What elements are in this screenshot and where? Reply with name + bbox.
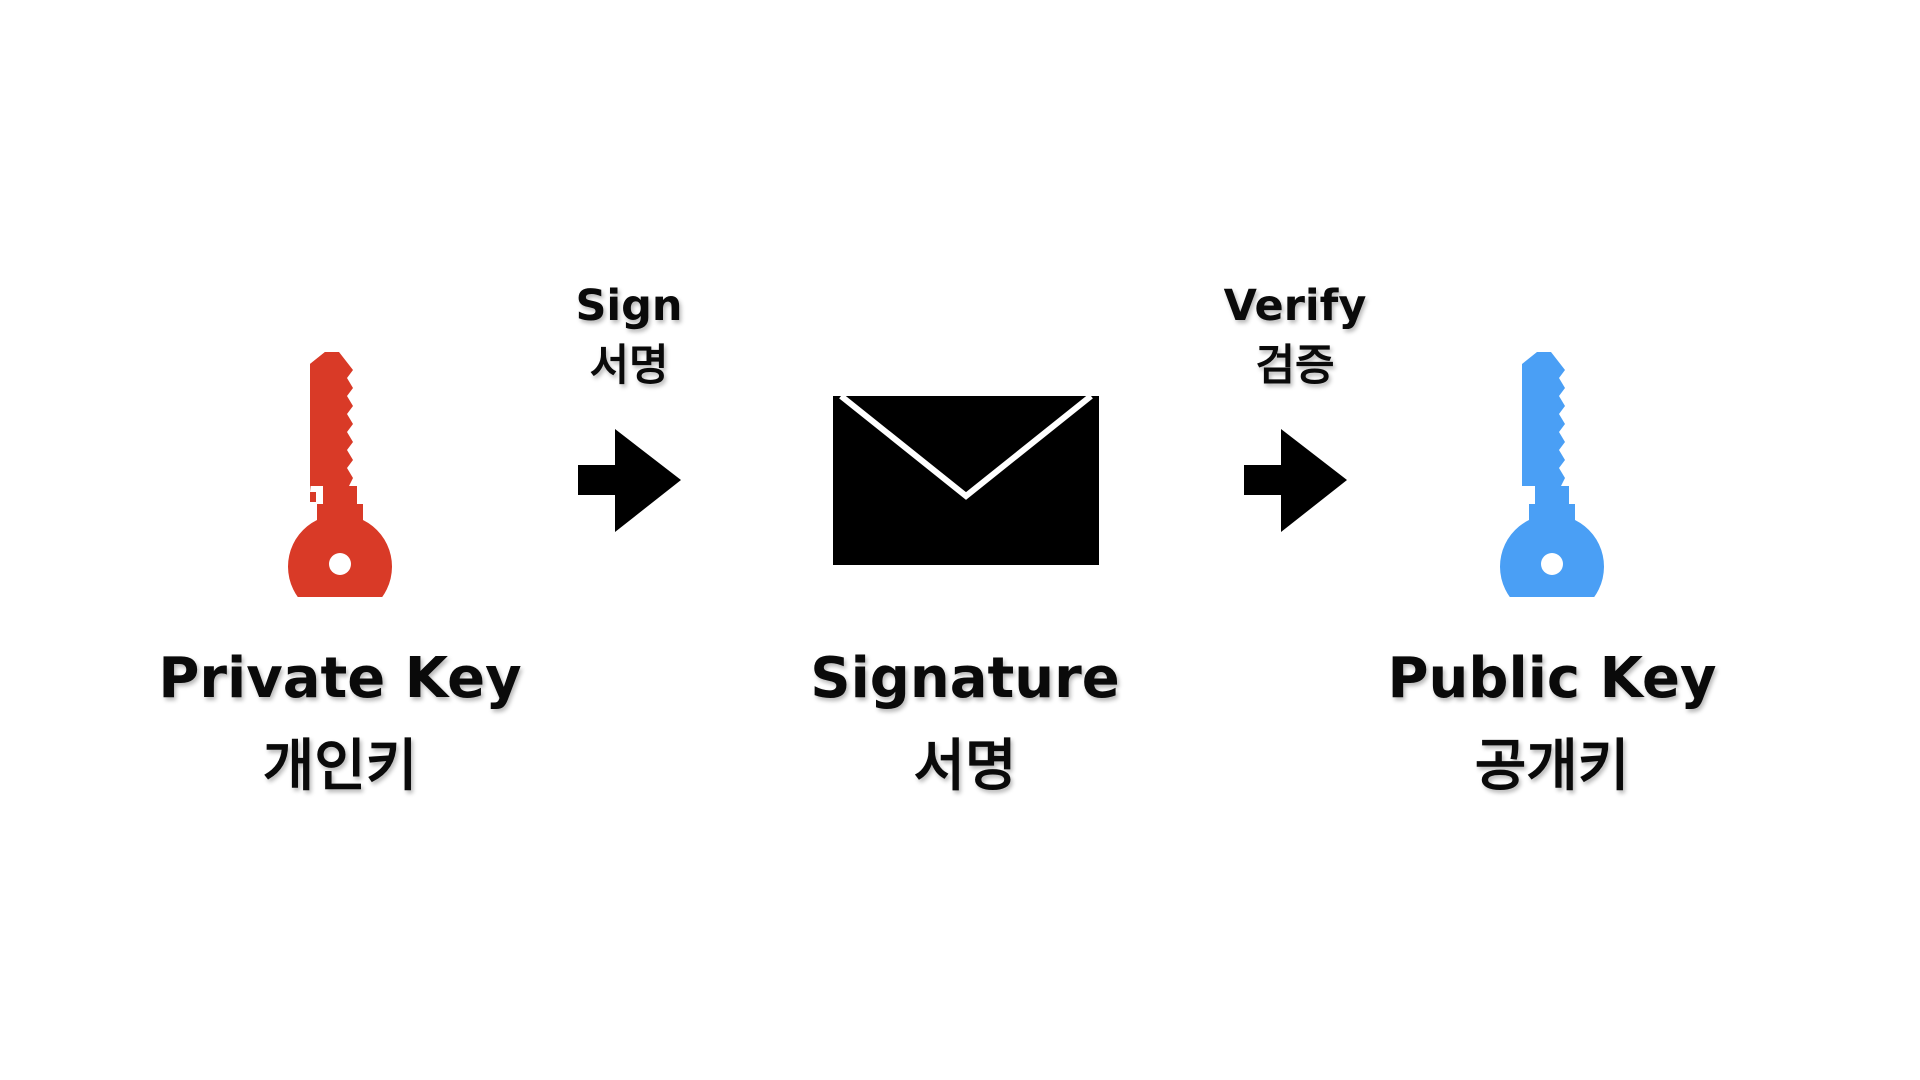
verify-label-en: Verify (1223, 281, 1367, 331)
verify-label-ko: 검증 (1255, 341, 1335, 391)
public-key-label-ko: 공개키 (1474, 734, 1630, 799)
verify-arrow-icon (1244, 429, 1347, 532)
sign-arrow-icon (578, 429, 681, 532)
private-key-label: Private Key 개인키 (100, 635, 580, 811)
envelope-icon (833, 396, 1099, 565)
private-key-label-ko: 개인키 (262, 734, 418, 799)
sign-label-en: Sign (575, 281, 683, 331)
private-key-label-en: Private Key (158, 646, 522, 711)
signature-label-en: Signature (810, 646, 1120, 711)
public-key-icon (1500, 352, 1604, 597)
sign-label-ko: 서명 (589, 341, 669, 391)
private-key-icon (288, 352, 392, 597)
signature-label: Signature 서명 (725, 635, 1205, 811)
verify-label: Verify 검증 (1175, 276, 1415, 396)
sign-label: Sign 서명 (509, 276, 749, 396)
public-key-label-en: Public Key (1387, 646, 1717, 711)
signature-label-ko: 서명 (913, 734, 1017, 799)
public-key-label: Public Key 공개키 (1312, 635, 1792, 811)
